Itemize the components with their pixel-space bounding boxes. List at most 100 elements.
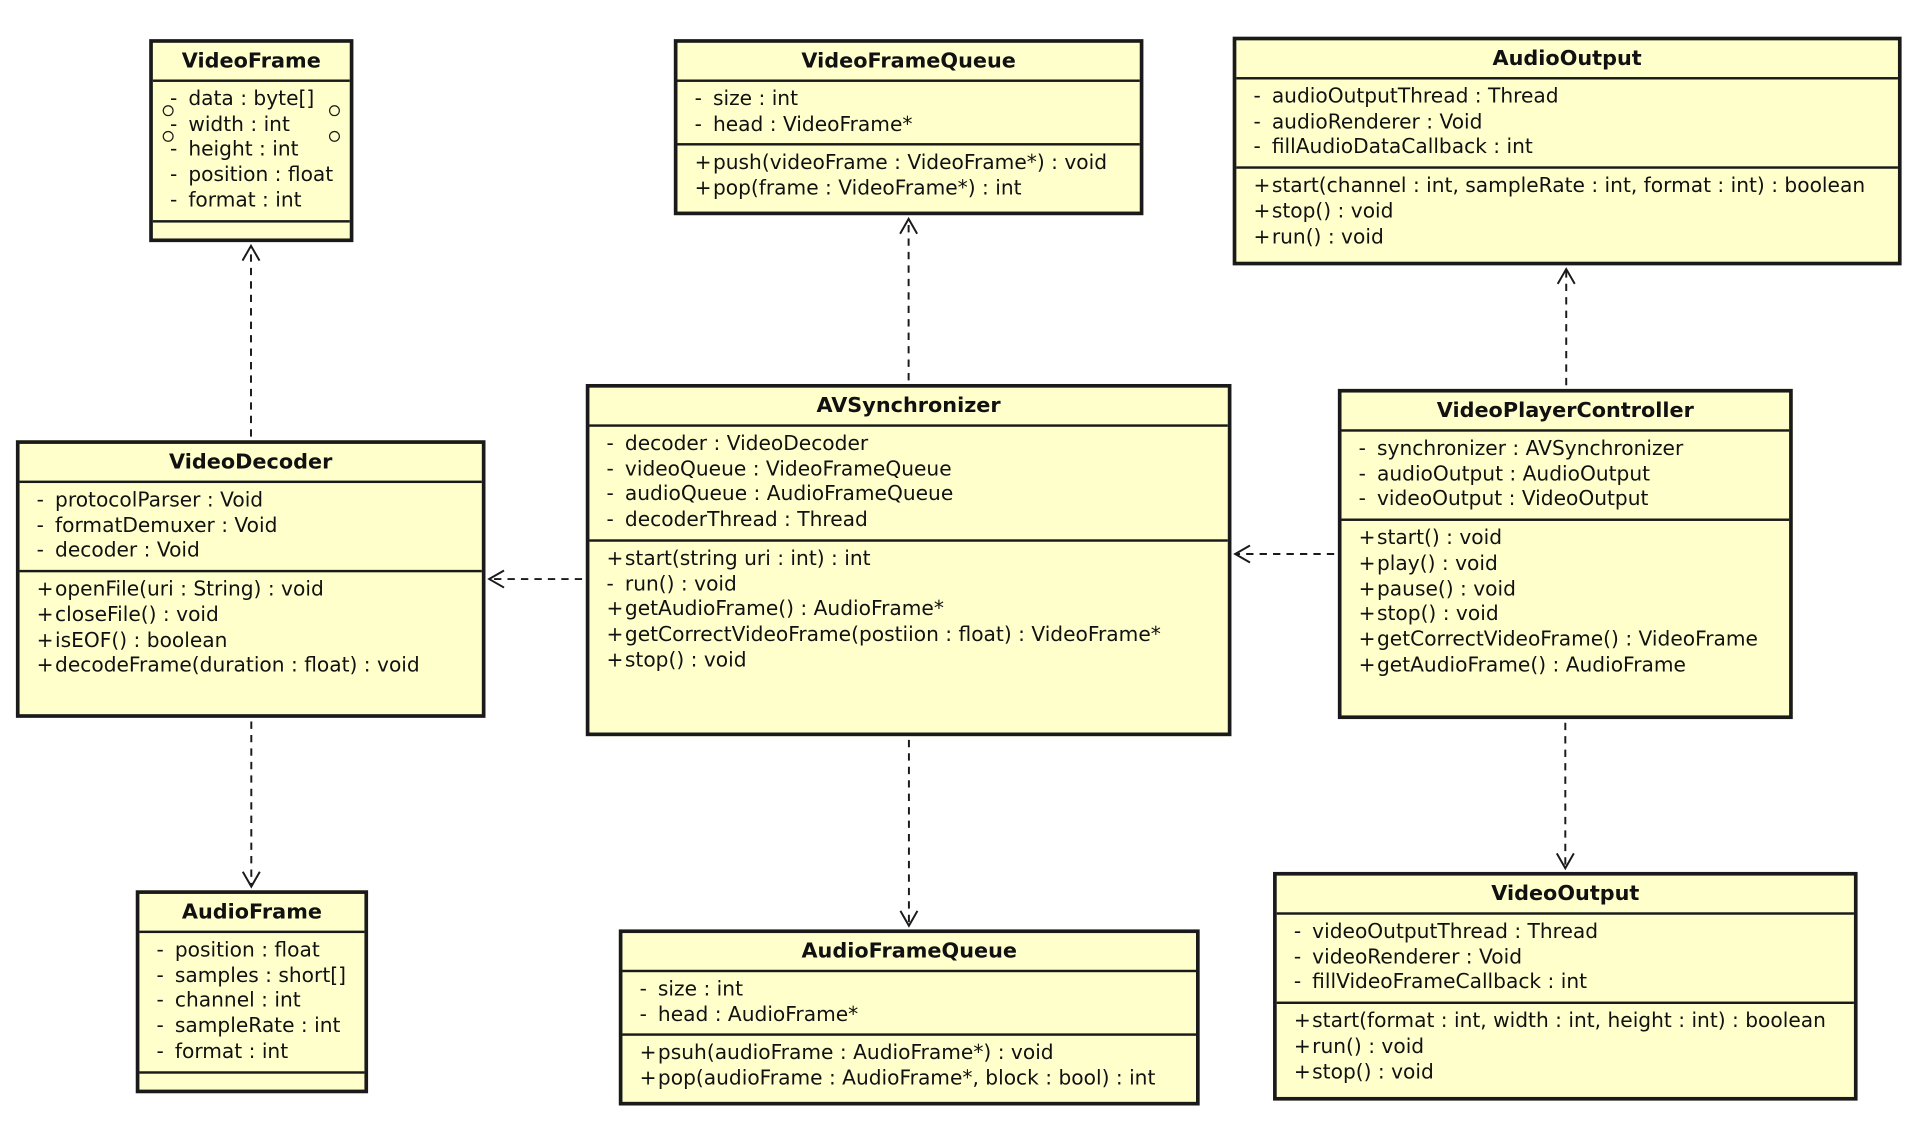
- operation-text: getCorrectVideoFrame(postiion : float) :…: [624, 622, 1161, 646]
- attribute-row: -position : float: [153, 163, 350, 188]
- class-name: VideoPlayerController: [1341, 393, 1790, 432]
- attribute-text: videoRenderer : Void: [1312, 944, 1523, 969]
- attribute-text: audioQueue : AudioFrameQueue: [624, 482, 954, 506]
- attribute-row: -audioQueue : AudioFrameQueue: [589, 482, 1227, 507]
- attribute-text: decoder : VideoDecoder: [624, 431, 869, 455]
- operation-text: isEOF() : boolean: [55, 627, 228, 652]
- operation-text: start(format : int, width : int, height …: [1312, 1009, 1826, 1033]
- operation-compartment: +start() : void+play() : void+pause() : …: [1342, 521, 1790, 683]
- operation-text: pop(frame : VideoFrame*) : int: [712, 176, 1022, 200]
- operation-text: start() : void: [1376, 525, 1503, 550]
- visibility-marker: -: [606, 431, 614, 455]
- operation-row: +start() : void: [1342, 526, 1790, 551]
- attribute-row: -height : int: [153, 137, 350, 162]
- visibility-marker: -: [156, 1039, 164, 1063]
- operation-text: stop() : void: [624, 647, 747, 671]
- visibility-marker: +: [694, 150, 712, 175]
- attribute-text: videoOutput : VideoOutput: [1376, 487, 1649, 511]
- attribute-row: -audioOutputThread : Thread: [1236, 84, 1898, 109]
- class-video-decoder[interactable]: VideoDecoder-protocolParser : Void-forma…: [15, 440, 486, 718]
- attribute-text: size : int: [712, 86, 799, 111]
- operation-text: getAudioFrame() : AudioFrame*: [624, 597, 944, 621]
- class-audio-output[interactable]: AudioOutput -audioOutputThread : Thread-a…: [1232, 36, 1902, 266]
- attribute-text: position : float: [188, 162, 334, 187]
- arrowhead-video-frame: [241, 243, 261, 262]
- arrowhead-audio-output: [1556, 267, 1576, 285]
- class-video-frame[interactable]: VideoFrame -data : byte[]-width : int-hei…: [149, 39, 354, 243]
- class-name: VideoFrame: [152, 43, 350, 82]
- attribute-row: -videoRenderer : Void: [1277, 945, 1854, 970]
- attribute-text: head : AudioFrame*: [657, 1002, 859, 1026]
- attribute-text: height : int: [188, 137, 299, 161]
- attribute-row: -videoOutput : VideoOutput: [1342, 487, 1790, 512]
- attribute-row: -width : int: [153, 112, 350, 137]
- visibility-marker: +: [1358, 551, 1376, 575]
- attribute-text: videoQueue : VideoFrameQueue: [624, 457, 952, 481]
- class-name: AudioOutput: [1236, 40, 1898, 80]
- operation-row: +isEOF() : boolean: [20, 628, 482, 653]
- class-video-output[interactable]: VideoOutput-videoOutputThread : Thread-v…: [1273, 871, 1858, 1101]
- attribute-text: position : float: [174, 937, 320, 962]
- visibility-marker: -: [36, 487, 44, 512]
- visibility-marker: -: [1253, 84, 1261, 108]
- attribute-text: channel : int: [174, 988, 301, 1012]
- operation-compartment: [153, 222, 350, 232]
- attribute-text: synchronizer : AVSynchronizer: [1376, 436, 1684, 460]
- attribute-row: -videoQueue : VideoFrameQueue: [589, 457, 1227, 482]
- attribute-compartment: -decoder : VideoDecoder-videoQueue : Vid…: [589, 427, 1228, 542]
- operation-row: +start(channel : int, sampleRate : int, …: [1236, 174, 1898, 199]
- operation-text: decodeFrame(duration : float) : void: [55, 653, 420, 677]
- arrowhead-audio-frame: [241, 871, 261, 889]
- operation-compartment: [139, 1073, 364, 1083]
- visibility-marker: +: [1253, 199, 1271, 223]
- arrowhead-video-frame-queue: [899, 216, 918, 235]
- operation-text: pop(audioFrame : AudioFrame*, block : bo…: [657, 1066, 1156, 1090]
- attribute-text: decoder : Void: [55, 538, 200, 562]
- attribute-row: -audioRenderer : Void: [1236, 110, 1898, 135]
- visibility-marker: +: [36, 602, 54, 626]
- class-name: VideoDecoder: [19, 444, 482, 484]
- operation-text: stop() : void: [1376, 601, 1499, 626]
- operation-row: +getAudioFrame() : AudioFrame: [1342, 653, 1790, 678]
- visibility-marker: -: [1293, 944, 1302, 969]
- operation-row: +stop() : void: [1342, 602, 1790, 627]
- attribute-row: -audioOutput : AudioOutput: [1342, 462, 1790, 487]
- attribute-row: -formatDemuxer : Void: [20, 513, 482, 538]
- attribute-text: format : int: [174, 1039, 289, 1063]
- operation-row: +decodeFrame(duration : float) : void: [20, 653, 482, 678]
- visibility-marker: -: [1358, 461, 1366, 486]
- class-audio-frame[interactable]: AudioFrame -position : float - samples : sh…: [135, 890, 369, 1094]
- attribute-compartment: -protocolParser : Void-formatDemuxer : V…: [19, 483, 482, 573]
- visibility-marker: -: [1293, 970, 1302, 994]
- operation-compartment: +psuh(audioFrame : AudioFrame*) : void+p…: [622, 1036, 1196, 1096]
- attribute-row: -position : float: [139, 938, 364, 963]
- visibility-marker: +: [606, 546, 624, 570]
- class-audio-frame-queue[interactable]: AudioFrameQueue -size : int-head : AudioF…: [618, 929, 1200, 1106]
- class-av-synchronizer[interactable]: AVSynchronizer-decoder : VideoDecoder-vi…: [585, 383, 1232, 737]
- attribute-text: samples : short[]: [174, 963, 346, 987]
- attribute-row: -data : byte[]: [153, 87, 350, 112]
- class-video-player-controller[interactable]: VideoPlayerController -synchronizer : AVS…: [1337, 388, 1793, 720]
- class-name: AudioFrameQueue: [622, 933, 1196, 973]
- attribute-text: videoOutputThread : Thread: [1312, 919, 1599, 943]
- attribute-row: -decoderThread : Thread: [589, 508, 1227, 533]
- operation-text: play() : void: [1376, 551, 1498, 575]
- visibility-marker: -: [694, 112, 702, 136]
- class-name: AudioFrame: [139, 894, 365, 934]
- port-icon: [328, 130, 340, 142]
- class-video-frame-queue[interactable]: VideoFrameQueue-size : int-head : VideoF…: [673, 39, 1144, 216]
- operation-text: run() : void: [1312, 1034, 1425, 1058]
- arrowhead-av-synchronizer: [1233, 544, 1251, 564]
- operation-row: +closeFile() : void: [20, 603, 482, 628]
- attribute-row: -format : int: [139, 1039, 364, 1064]
- attribute-text: decoderThread : Thread: [624, 507, 868, 531]
- operation-text: openFile(uri : String) : void: [55, 577, 324, 601]
- visibility-marker: +: [1293, 1009, 1311, 1033]
- attribute-text: fillAudioDataCallback : int: [1271, 135, 1533, 159]
- visibility-marker: -: [639, 1002, 647, 1026]
- visibility-marker: -: [36, 538, 44, 562]
- attribute-row: -size : int: [622, 977, 1196, 1002]
- visibility-marker: +: [1293, 1059, 1311, 1083]
- visibility-marker: +: [1253, 224, 1271, 248]
- operation-compartment: +start(string uri : int) : int-run() : v…: [589, 542, 1227, 678]
